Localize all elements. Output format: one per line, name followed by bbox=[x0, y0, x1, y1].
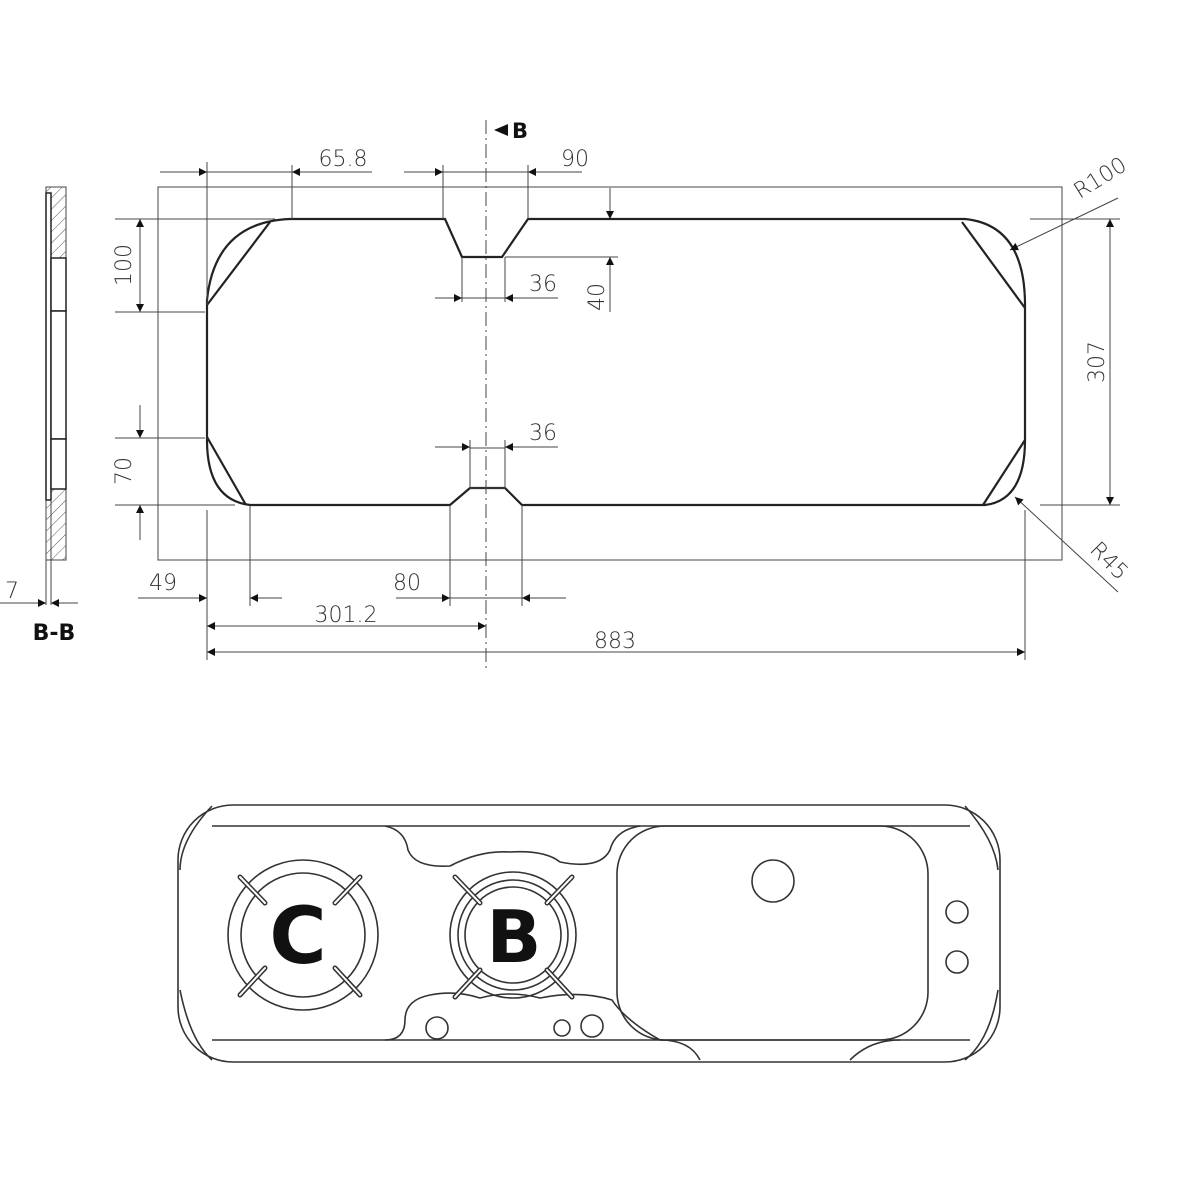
dim-883: 883 bbox=[594, 629, 636, 654]
burner-label-b: B bbox=[487, 895, 542, 979]
radius-r100: R100 bbox=[1070, 153, 1132, 205]
dim-70: 70 bbox=[112, 457, 137, 485]
bottom-notch-slot bbox=[469, 447, 506, 489]
dim-301-2: 301.2 bbox=[315, 603, 378, 628]
dim-307: 307 bbox=[1085, 341, 1110, 383]
dim-36-top: 36 bbox=[529, 272, 557, 297]
dim-80: 80 bbox=[393, 571, 421, 596]
dim-40: 40 bbox=[585, 283, 610, 311]
dim-65-8: 65.8 bbox=[319, 147, 368, 172]
outer-frame bbox=[157, 186, 1063, 561]
corner-chamfers bbox=[206, 221, 1026, 506]
dim-90: 90 bbox=[561, 147, 589, 172]
burner-right: B bbox=[449, 871, 577, 1000]
burner-left: C bbox=[227, 859, 379, 1011]
burner-label-c: C bbox=[269, 892, 326, 982]
section-view-b-b: 7 B-B bbox=[0, 186, 78, 646]
radius-r45: R45 bbox=[1084, 537, 1132, 585]
dim-thickness-7: 7 bbox=[5, 579, 19, 604]
dim-49: 49 bbox=[149, 571, 177, 596]
cooktop-sink-illustration bbox=[177, 804, 1001, 1063]
svg-text:B: B bbox=[512, 119, 528, 143]
dimension-lines bbox=[115, 162, 1120, 660]
section-marker: B bbox=[494, 119, 528, 143]
dim-36-bottom: 36 bbox=[529, 421, 557, 446]
dim-100: 100 bbox=[112, 244, 137, 286]
cutout-outline bbox=[205, 217, 1027, 507]
section-label: B-B bbox=[33, 621, 76, 646]
